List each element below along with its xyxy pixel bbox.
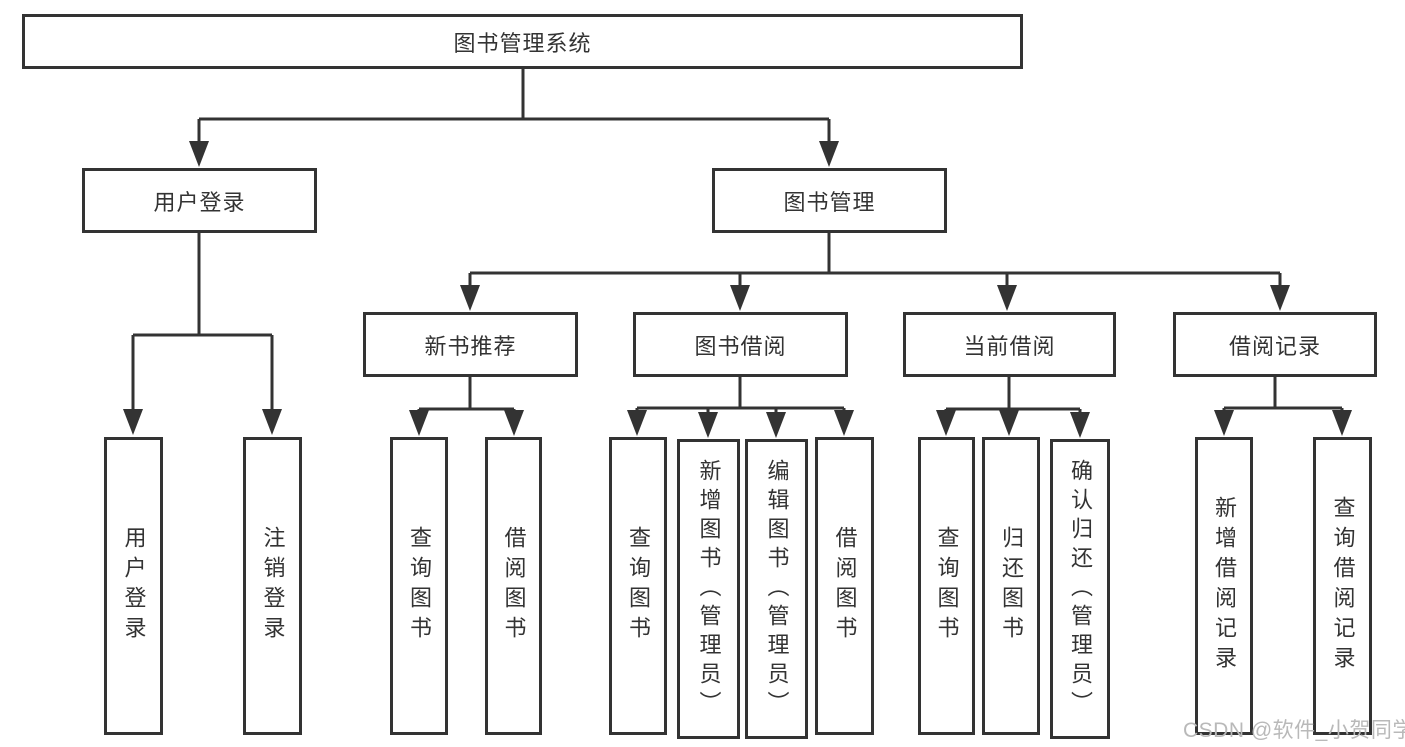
arrowhead — [1070, 412, 1090, 438]
leaf-query-books-newbooks: 查询图书 — [390, 437, 448, 735]
leaf-confirm-return-admin: 确认归还（管理员） — [1050, 439, 1110, 739]
arrowhead — [123, 409, 143, 435]
edge-current-to-leaves — [936, 377, 1090, 438]
arrowhead — [1332, 410, 1352, 436]
edge-mgmt-to-level3 — [460, 233, 1290, 311]
node-user-login: 用户登录 — [82, 168, 317, 233]
edge-login-to-leaves — [123, 233, 282, 435]
arrowhead — [409, 410, 429, 436]
arrowhead — [627, 410, 647, 436]
arrowhead — [936, 410, 956, 436]
leaf-borrow-books-newbooks: 借阅图书 — [485, 437, 542, 735]
arrowhead — [819, 141, 839, 167]
arrowhead — [834, 410, 854, 436]
edge-newbooks-to-leaves — [409, 377, 524, 436]
arrowhead — [189, 141, 209, 167]
arrowhead — [504, 410, 524, 436]
node-borrow-records: 借阅记录 — [1173, 312, 1377, 377]
leaf-user-login: 用户登录 — [104, 437, 163, 735]
node-library-system: 图书管理系统 — [22, 14, 1023, 69]
node-new-book-recommend: 新书推荐 — [363, 312, 578, 377]
arrowhead — [1270, 285, 1290, 311]
arrowhead — [1214, 410, 1234, 436]
node-current-borrow: 当前借阅 — [903, 312, 1116, 377]
leaf-borrow-books-borrow: 借阅图书 — [815, 437, 874, 735]
edge-borrow-to-leaves — [627, 377, 854, 438]
arrowhead — [262, 409, 282, 435]
leaf-return-book: 归还图书 — [982, 437, 1040, 735]
arrowhead — [999, 410, 1019, 436]
leaf-add-borrow-record: 新增借阅记录 — [1195, 437, 1253, 735]
edge-root-to-level2 — [189, 69, 839, 167]
leaf-query-books-current: 查询图书 — [918, 437, 975, 735]
leaf-add-book-admin: 新增图书（管理员） — [677, 439, 740, 739]
edge-records-to-leaves — [1214, 377, 1352, 436]
leaf-edit-book-admin: 编辑图书（管理员） — [745, 439, 808, 739]
csdn-watermark: CSDN @软件_小贺同学 — [1183, 719, 1405, 742]
node-book-management: 图书管理 — [712, 168, 947, 233]
leaf-logout: 注销登录 — [243, 437, 302, 735]
arrowhead — [997, 285, 1017, 311]
leaf-query-books-borrow: 查询图书 — [609, 437, 667, 735]
node-book-borrow: 图书借阅 — [633, 312, 848, 377]
arrowhead — [730, 285, 750, 311]
leaf-query-borrow-record: 查询借阅记录 — [1313, 437, 1372, 735]
arrowhead — [460, 285, 480, 311]
arrowhead — [766, 412, 786, 438]
arrowhead — [698, 412, 718, 438]
